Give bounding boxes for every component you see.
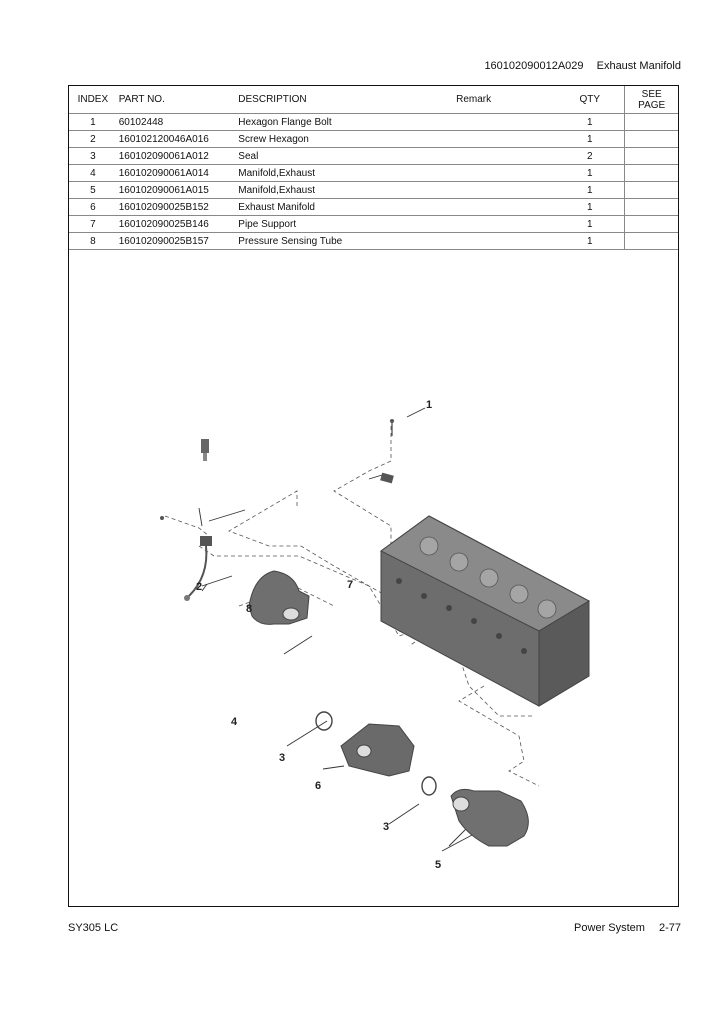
- exploded-diagram: 1 2 3 3 4 5 6 7 8: [160, 399, 591, 871]
- callout-4: 4: [231, 716, 238, 728]
- cell-index: 4: [69, 164, 117, 182]
- callout-3a: 3: [279, 752, 285, 764]
- parts-table: INDEX PART NO. DESCRIPTION Remark QTY SE…: [69, 86, 678, 250]
- cell-qty: 1: [555, 181, 625, 199]
- cell-remark: [456, 130, 556, 148]
- col-see-line2: PAGE: [638, 99, 666, 111]
- manifold-6-part: [340, 723, 415, 777]
- cell-index: 6: [69, 198, 117, 216]
- cell-remark: [456, 181, 556, 199]
- cell-index: 1: [69, 113, 117, 131]
- cell-qty: 2: [555, 147, 625, 165]
- cell-description: Manifold,Exhaust: [238, 164, 457, 182]
- cell-qty: 1: [555, 113, 625, 131]
- page-header: 160102090012A029 Exhaust Manifold: [484, 60, 681, 72]
- cell-part-no: 160102090025B157: [116, 232, 239, 250]
- cell-see-page: [624, 164, 678, 182]
- callout-8: 8: [246, 603, 252, 615]
- cell-index: 8: [69, 232, 117, 250]
- cylinder-head-part: [380, 515, 591, 707]
- cell-see-page: [624, 130, 678, 148]
- manifold-4-part: [248, 570, 310, 625]
- cell-part-no: 160102090025B146: [116, 215, 239, 233]
- cell-part-no: 160102120046A016: [116, 130, 239, 148]
- cell-see-page: [624, 198, 678, 216]
- manifold-5-part: [450, 788, 529, 847]
- footer-section: Power System: [574, 922, 645, 934]
- cell-qty: 1: [555, 198, 625, 216]
- cell-index: 5: [69, 181, 117, 199]
- pipe-support-part: [380, 472, 394, 484]
- cell-qty: 1: [555, 232, 625, 250]
- callout-6: 6: [315, 780, 321, 792]
- cell-qty: 1: [555, 130, 625, 148]
- col-see-line1: SEE: [641, 88, 662, 100]
- header-title: Exhaust Manifold: [596, 60, 681, 72]
- callout-5: 5: [435, 859, 441, 871]
- cell-remark: [456, 198, 556, 216]
- header-code: 160102090012A029: [484, 60, 584, 72]
- footer-model: SY305 LC: [68, 922, 119, 934]
- cell-see-page: [624, 147, 678, 165]
- cell-description: Seal: [238, 147, 457, 165]
- pressure-tube-part: [160, 439, 212, 601]
- footer-page: 2-77: [658, 922, 681, 934]
- cell-part-no: 60102448: [116, 113, 239, 131]
- cell-qty: 1: [555, 164, 625, 182]
- callout-1: 1: [426, 399, 432, 411]
- callout-3b: 3: [383, 821, 389, 833]
- cell-description: Pipe Support: [238, 215, 457, 233]
- cell-remark: [456, 113, 556, 131]
- cell-index: 2: [69, 130, 117, 148]
- table-header-row: INDEX PART NO. DESCRIPTION Remark QTY SE…: [69, 86, 678, 114]
- cell-description: Hexagon Flange Bolt: [238, 113, 457, 131]
- col-description: DESCRIPTION: [238, 86, 457, 114]
- footer-right: Power System 2-77: [574, 922, 681, 934]
- cell-remark: [456, 164, 556, 182]
- cell-remark: [456, 215, 556, 233]
- cell-part-no: 160102090025B152: [116, 198, 239, 216]
- cell-part-no: 160102090061A015: [116, 181, 239, 199]
- col-remark: Remark: [456, 86, 556, 114]
- seal-3b-part: [421, 776, 437, 796]
- bolt-part: [390, 419, 394, 436]
- cell-index: 7: [69, 215, 117, 233]
- cell-remark: [456, 147, 556, 165]
- col-part-no: PART NO.: [116, 86, 239, 114]
- cell-see-page: [624, 113, 678, 131]
- cell-description: Manifold,Exhaust: [238, 181, 457, 199]
- cell-description: Pressure Sensing Tube: [238, 232, 457, 250]
- cell-part-no: 160102090061A012: [116, 147, 239, 165]
- cell-description: Exhaust Manifold: [238, 198, 457, 216]
- parts-frame: INDEX PART NO. DESCRIPTION Remark QTY SE…: [68, 85, 679, 907]
- callout-7: 7: [347, 579, 353, 591]
- cell-see-page: [624, 232, 678, 250]
- col-qty: QTY: [555, 86, 625, 114]
- col-index: INDEX: [69, 86, 117, 114]
- cell-qty: 1: [555, 215, 625, 233]
- cell-part-no: 160102090061A014: [116, 164, 239, 182]
- cell-description: Screw Hexagon: [238, 130, 457, 148]
- cell-index: 3: [69, 147, 117, 165]
- cell-remark: [456, 232, 556, 250]
- cell-see-page: [624, 215, 678, 233]
- cell-see-page: [624, 181, 678, 199]
- seal-3a-part: [315, 711, 333, 731]
- callout-2: 2: [196, 581, 202, 593]
